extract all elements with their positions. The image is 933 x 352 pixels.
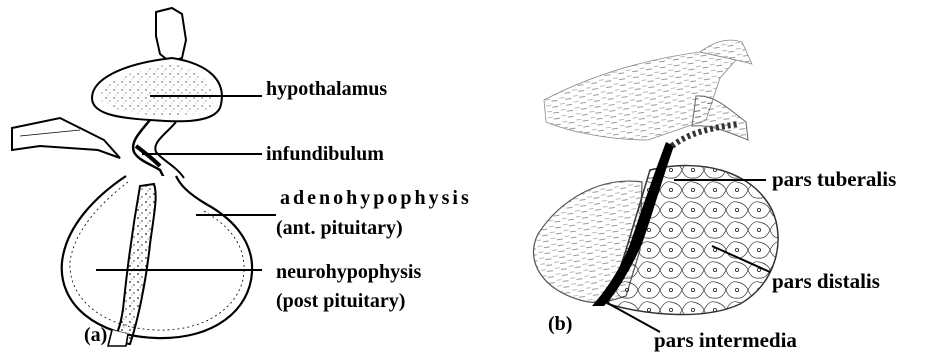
label-pars-distalis: pars distalis <box>772 271 880 292</box>
caption-figure-b: (b) <box>548 314 572 334</box>
label-adenohypophysis-note: (ant. pituitary) <box>276 218 403 238</box>
pituitary-gross-drawing <box>12 8 252 346</box>
label-pars-intermedia: pars intermedia <box>654 330 797 351</box>
label-hypothalamus: hypothalamus <box>266 79 387 99</box>
caption-figure-a: (a) <box>84 325 107 345</box>
label-neurohypophysis-note: (post pituitary) <box>276 291 405 311</box>
pituitary-histology-drawing <box>534 40 779 314</box>
label-pars-tuberalis: pars tuberalis <box>772 169 896 190</box>
label-adenohypophysis: adenohypophysis <box>280 188 472 208</box>
label-infundibulum: infundibulum <box>266 144 384 164</box>
label-neurohypophysis: neurohypophysis <box>276 262 421 282</box>
